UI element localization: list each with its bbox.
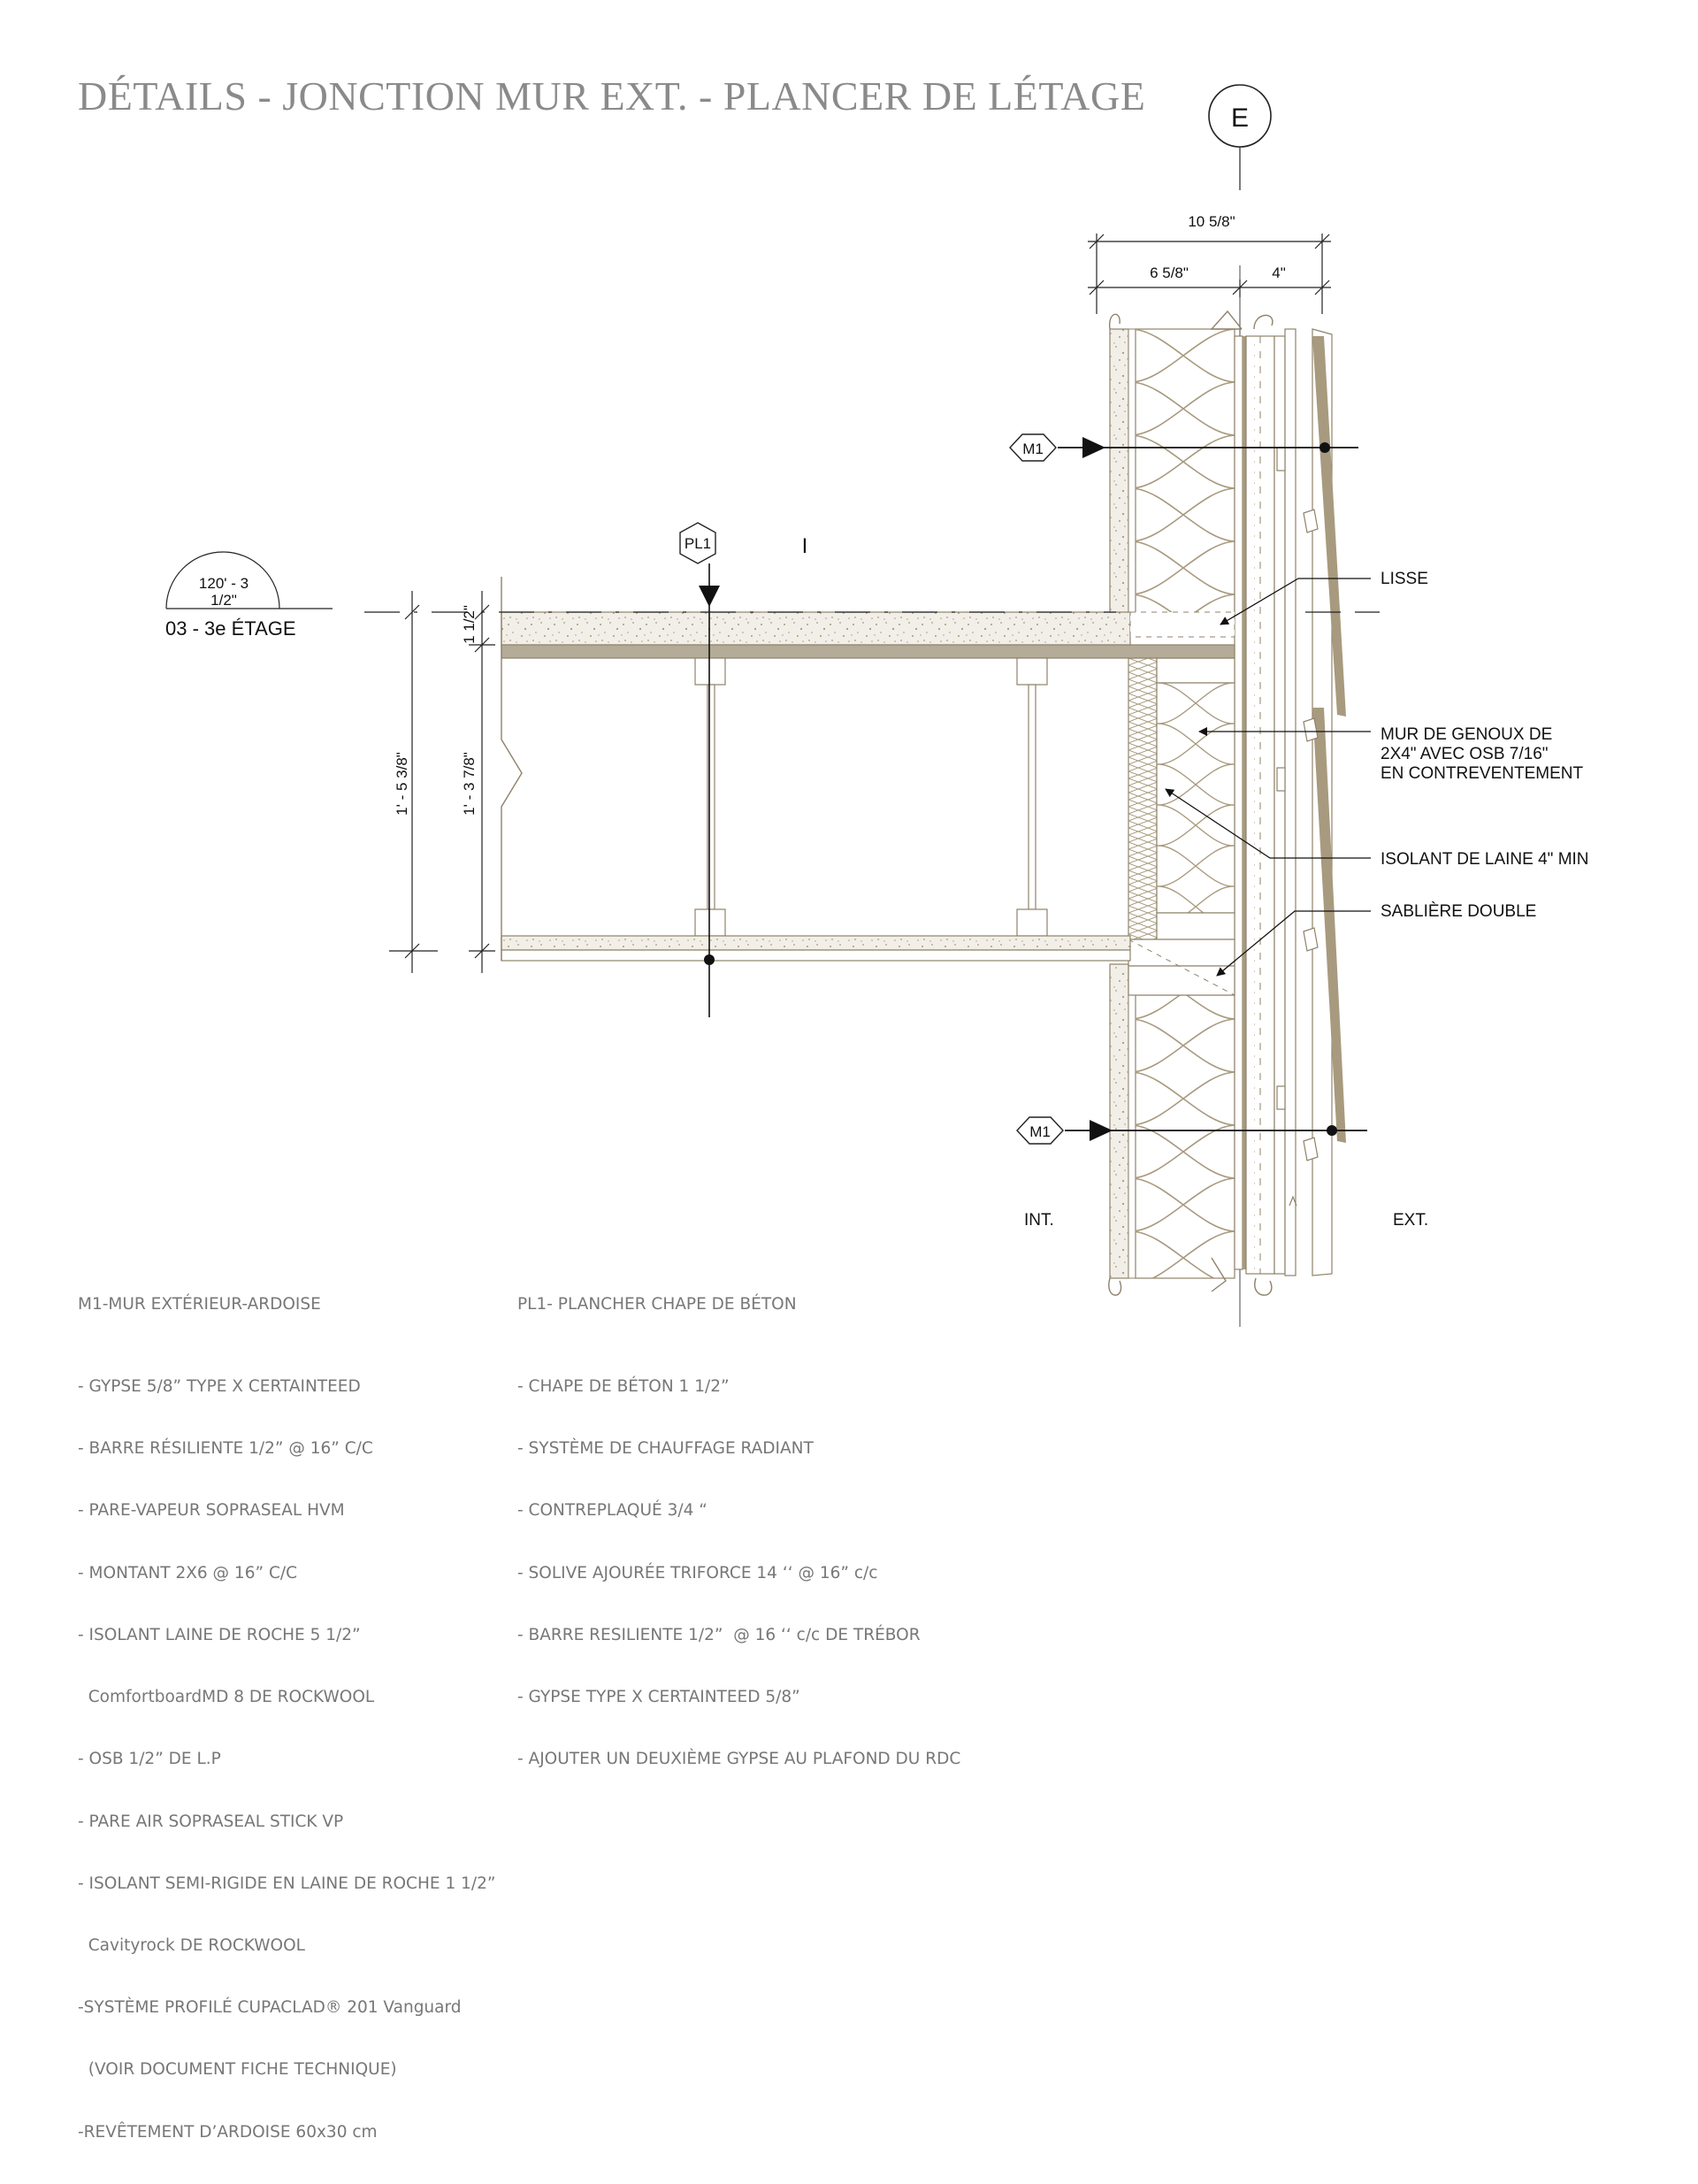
wall-notes: M1-MUR EXTÉRIEUR-ARDOISE - GYPSE 5/8” TY… (78, 1253, 495, 2184)
dim-joist-depth: 1' - 3 7/8" (461, 752, 478, 816)
drawing-title: DÉTAILS - JONCTION MUR EXT. - PLANCER DE… (78, 73, 1146, 119)
wall-note-item: - BARRE RÉSILIENTE 1/2” @ 16” C/C (78, 1439, 373, 1459)
floor-note-item: - CHAPE DE BÉTON 1 1/2” (517, 1377, 730, 1397)
dim-total-width: 10 5/8" (1188, 213, 1235, 230)
section-drawing: E 10 5/8" 6 5/8" 4" (165, 84, 1589, 1327)
floor-note-item: - BARRE RESILIENTE 1/2” @ 16 ‘‘ c/c DE T… (517, 1625, 921, 1644)
floor-assembly (501, 577, 1235, 962)
floor-note-item: - CONTREPLAQUÉ 3/4 “ (517, 1501, 708, 1521)
wall-note-item: - PARE AIR SOPRASEAL STICK VP (78, 1812, 344, 1831)
floor-note-item: - SOLIVE AJOURÉE TRIFORCE 14 ‘‘ @ 16” c/… (517, 1563, 878, 1582)
callout-knee-wall-3: EN CONTREVENTEMENT (1381, 764, 1583, 783)
callout-lisse: LISSE (1381, 570, 1428, 588)
level-elevation: 120' - 3 (199, 575, 249, 592)
wall-note-item: - MONTANT 2X6 @ 16” C/C (78, 1563, 298, 1582)
wall-note-item: - OSB 1/2” DE L.P (78, 1750, 221, 1769)
floor-tag-label: PL1 (685, 535, 711, 552)
dim-level-height: 1' - 5 3/8" (394, 752, 410, 816)
grid-bubble-label: E (1231, 103, 1249, 133)
callout-insulation: ISOLANT DE LAINE 4" MIN (1381, 850, 1589, 869)
knee-wall (1128, 657, 1235, 996)
floor-note-item: - SYSTÈME DE CHAUFFAGE RADIANT (517, 1439, 814, 1459)
wall-note-item: -REVÊTEMENT D’ARDOISE 60x30 cm (78, 2122, 378, 2142)
wall-section-tag-bottom: M1 (1016, 1116, 1367, 1145)
mark-glyph: I (802, 534, 808, 558)
wall-note-item: -SYSTÈME PROFILÉ CUPACLAD® 201 Vanguard (78, 1998, 462, 2018)
floor-section-tag: PL1 (679, 522, 720, 1017)
callout-knee-wall-2: 2X4" AVEC OSB 7/16" (1381, 745, 1549, 763)
wall-notes-heading: M1-MUR EXTÉRIEUR-ARDOISE (78, 1294, 321, 1314)
detail-sheet: DÉTAILS - JONCTION MUR EXT. - PLANCER DE… (78, 73, 1589, 2142)
callout-double-plate: SABLIÈRE DOUBLE (1381, 902, 1536, 921)
wall-note-item: - ISOLANT SEMI-RIGIDE EN LAINE DE ROCHE … (78, 1874, 496, 1893)
wall-tag-bottom-label: M1 (1029, 1123, 1051, 1140)
wall-note-item: ComfortboardMD 8 DE ROCKWOOL (78, 1688, 375, 1707)
wall-section-tag-top: M1 (1009, 433, 1358, 462)
dimension-top (1088, 234, 1331, 314)
exterior-label: EXT. (1393, 1211, 1428, 1230)
callout-knee-wall-1: MUR DE GENOUX DE (1381, 725, 1552, 744)
floor-notes: PL1- PLANCHER CHAPE DE BÉTON - CHAPE DE … (517, 1253, 960, 1812)
dim-outer-width: 4" (1272, 264, 1286, 281)
interior-label: INT. (1024, 1211, 1054, 1230)
floor-note-item: - AJOUTER UN DEUXIÈME GYPSE AU PLAFOND D… (517, 1750, 961, 1769)
wall-note-item: - ISOLANT LAINE DE ROCHE 5 1/2” (78, 1625, 361, 1644)
level-elevation-fraction: 1/2" (210, 592, 237, 609)
callout-leaders (1165, 578, 1371, 977)
level-name: 03 - 3e ÉTAGE (165, 617, 296, 640)
level-marker (165, 551, 1380, 973)
wall-note-item: (VOIR DOCUMENT FICHE TECHNIQUE) (78, 2060, 397, 2080)
dim-topping: 1 1/2" (461, 605, 478, 644)
dim-inner-width: 6 5/8" (1150, 264, 1189, 281)
floor-note-item: - GYPSE TYPE X CERTAINTEED 5/8” (517, 1688, 800, 1707)
floor-notes-heading: PL1- PLANCHER CHAPE DE BÉTON (517, 1294, 797, 1314)
wall-note-item: Cavityrock DE ROCKWOOL (78, 1936, 305, 1955)
wall-note-item: - PARE-VAPEUR SOPRASEAL HVM (78, 1501, 345, 1521)
wall-note-item: - GYPSE 5/8” TYPE X CERTAINTEED (78, 1377, 361, 1397)
wall-tag-top-label: M1 (1022, 441, 1044, 457)
exterior-wall (1108, 310, 1346, 1296)
